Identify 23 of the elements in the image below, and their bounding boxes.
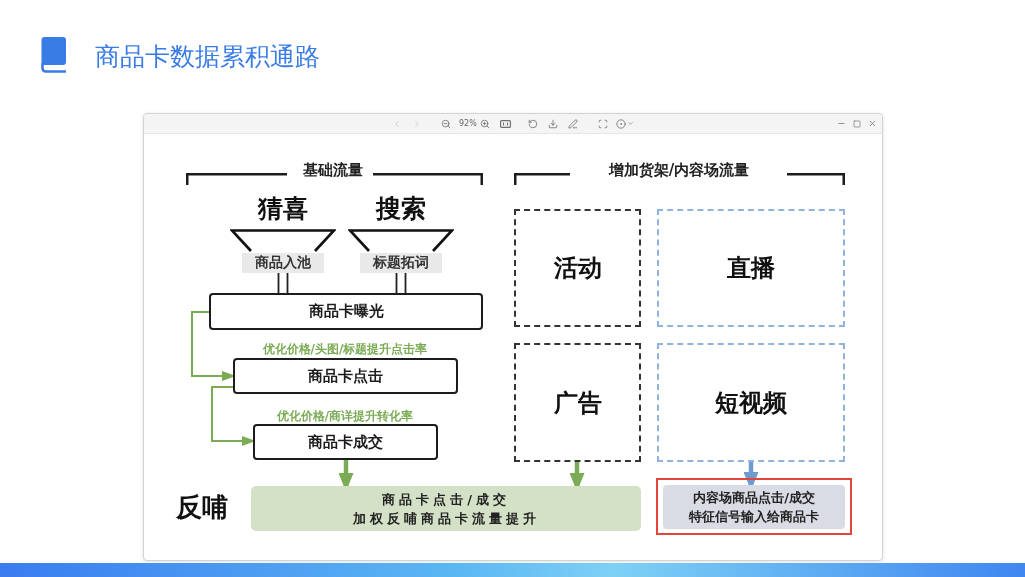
channel-box: 直播 — [657, 209, 845, 327]
double-line — [277, 272, 289, 294]
process-box: 商品卡点击 — [233, 358, 458, 394]
optimization-note: 优化价格/头图/标题提升点击率 — [262, 341, 428, 357]
signal-box: 内容场商品点击/成交特征信号输入给商品卡 — [663, 485, 845, 529]
double-line — [395, 272, 407, 294]
optimization-note: 优化价格/商详提升转化率 — [276, 408, 414, 424]
channel-box: 短视频 — [657, 343, 845, 462]
channel-heading: 猜喜 — [258, 193, 308, 225]
page-title: 商品卡数据累积通路 — [95, 41, 320, 73]
section-heading: 基础流量 — [303, 161, 363, 179]
channel-heading: 搜索 — [376, 193, 426, 225]
section-heading: 增加货架/内容场流量 — [608, 161, 750, 179]
channel-box: 活动 — [514, 209, 641, 327]
source-tag: 商品入池 — [242, 253, 324, 273]
process-box: 商品卡曝光 — [209, 293, 483, 330]
process-box: 商品卡成交 — [253, 424, 438, 460]
zoom-level: 92% — [459, 119, 477, 129]
feedback-box: 商品卡点击/成交加权反哺商品卡流量提升 — [251, 486, 641, 531]
row-label: 反哺 — [176, 491, 228, 523]
channel-box: 广告 — [514, 343, 641, 462]
source-tag: 标题拓词 — [360, 253, 442, 273]
highlight-frame — [656, 478, 852, 535]
